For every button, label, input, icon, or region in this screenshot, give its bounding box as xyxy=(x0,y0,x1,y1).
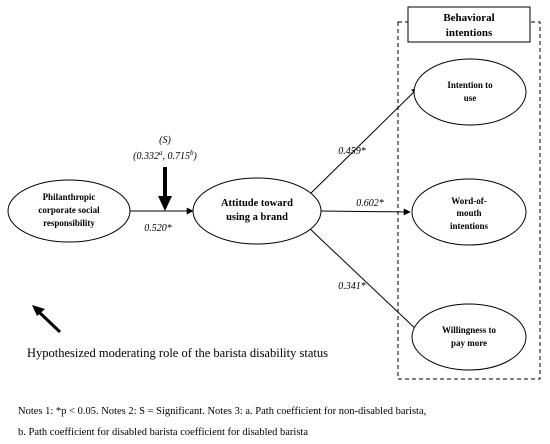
coef-pcsr-to-attitude: 0.520* xyxy=(144,223,172,234)
node-intention-to-use xyxy=(413,58,527,126)
notes-line-2: b. Path coefficient for disabled barista… xyxy=(18,427,309,438)
node-attitude-line-2: using a brand xyxy=(226,212,288,223)
group-title-line-2: intentions xyxy=(446,27,493,39)
node-philanthropic-line-1: Philanthropic xyxy=(43,192,96,202)
notes-line-1: Notes 1: *p < 0.05. Notes 2: S = Signifi… xyxy=(18,406,427,417)
path-attitude-to-wtp xyxy=(307,226,421,334)
legend-arrow-shaft xyxy=(38,311,62,334)
node-attitude xyxy=(192,177,322,245)
moderator-coef-close: ) xyxy=(193,151,198,162)
group-title-line-1: Behavioral xyxy=(443,12,494,24)
path-attitude-to-wom xyxy=(319,208,411,216)
moderator-coef-b: , 0.715 xyxy=(163,151,191,162)
node-word-of-mouth xyxy=(411,178,527,246)
moderator-coef-a-sup: a xyxy=(159,149,163,157)
path-attitude-to-intention xyxy=(307,87,419,197)
node-philanthropic-line-2: corporate social xyxy=(38,205,100,215)
node-wtp-line-1: Willingness to xyxy=(442,325,497,335)
node-wom-line-1: Word-of- xyxy=(451,196,487,206)
legend-caption: Hypothesized moderating role of the bari… xyxy=(27,346,328,360)
research-model-diagram: Behavioral intentions Philanthropic corp… xyxy=(7,6,541,380)
legend-arrow-head xyxy=(32,305,45,316)
moderator-significance: (S) xyxy=(159,135,171,146)
figure-notes: Notes 1: *p < 0.05. Notes 2: S = Signifi… xyxy=(18,401,543,443)
moderator-arrow-head xyxy=(158,196,172,211)
coef-to-wtp: 0.341* xyxy=(338,281,366,292)
moderator-coefficients: (0.332a, 0.715b) xyxy=(133,149,197,162)
node-wom-line-3: intentions xyxy=(450,221,489,231)
node-wtp-line-2: pay more xyxy=(451,338,487,348)
node-philanthropic-csr xyxy=(7,179,131,243)
node-intention-line-1: Intention to xyxy=(447,80,493,90)
node-attitude-line-1: Attitude toward xyxy=(221,198,293,209)
coef-to-wom: 0.602* xyxy=(356,198,384,209)
coef-to-intention: 0.459* xyxy=(338,146,366,157)
node-intention-line-2: use xyxy=(464,93,477,103)
behavioral-intentions-title-box xyxy=(407,6,531,43)
moderator-coef-b-sup: b xyxy=(190,149,194,157)
node-wom-line-2: mouth xyxy=(456,208,481,218)
node-philanthropic-line-3: responsibility xyxy=(43,218,95,228)
moderator-coef-a: (0.332 xyxy=(133,151,159,162)
node-willingness-to-pay xyxy=(411,303,527,371)
